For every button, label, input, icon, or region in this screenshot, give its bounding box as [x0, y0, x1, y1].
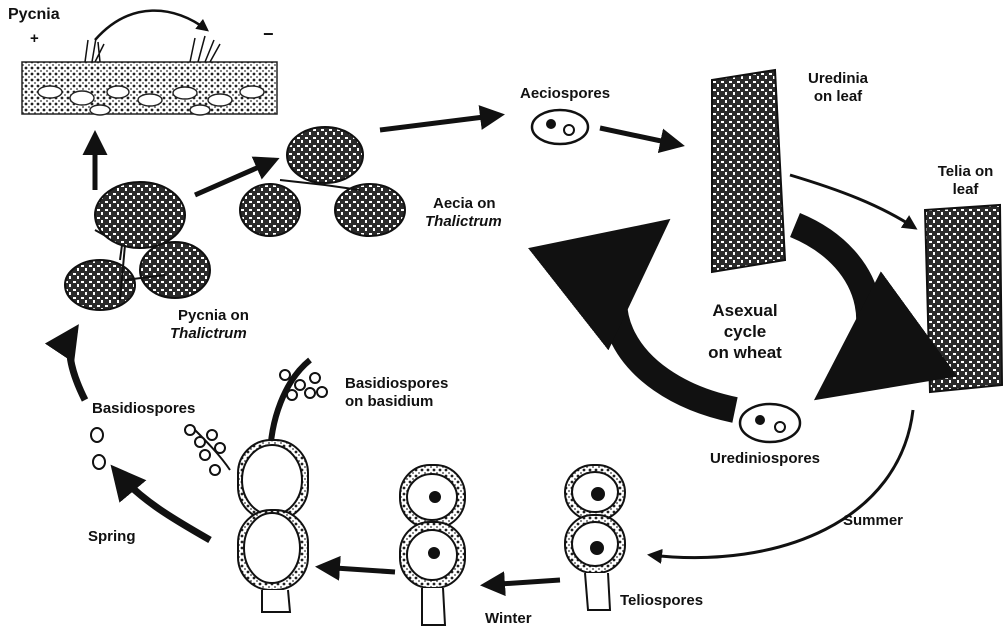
label-aeciospores: Aeciospores [520, 85, 610, 103]
label-aecia-line2: Thalictrum [425, 213, 502, 231]
label-pycnia-on-thalictrum: Pycnia on Thalictrum [170, 307, 249, 343]
uredinia-leaf [712, 70, 785, 272]
label-basidium-line1: Basidiospores [345, 375, 448, 393]
label-summer: Summer [843, 512, 903, 530]
label-basidiospores-on-basidium: Basidiospores on basidium [345, 375, 448, 411]
label-asexual-cycle: Asexual cycle on wheat [690, 300, 800, 363]
label-teliospores: Teliospores [620, 592, 703, 610]
urediniospore-icon [740, 404, 800, 442]
label-spring: Spring [88, 528, 136, 546]
aeciospore-icon [532, 110, 588, 144]
label-uredinia-line1: Uredinia [798, 70, 878, 88]
telia-leaf [925, 205, 1002, 392]
label-asexual-line2: cycle [690, 321, 800, 342]
label-winter: Winter [485, 610, 532, 628]
arrow-spring-to-pycnia [70, 330, 85, 400]
label-plus-sign: + [30, 30, 39, 48]
pycnia-transfer-arrow [95, 11, 207, 40]
pycnia-on-thalictrum-cluster [65, 182, 210, 310]
label-basidium-line2: on basidium [345, 393, 448, 411]
label-asexual-line1: Asexual [690, 300, 800, 321]
label-uredinia: Uredinia on leaf [798, 70, 878, 106]
arrow-to-aeciospores [380, 115, 500, 130]
label-pycnia-host-line2: Thalictrum [170, 325, 249, 343]
label-uredinia-line2: on leaf [798, 88, 878, 106]
basidium-structure [185, 360, 327, 612]
basidiospore-icon [91, 428, 105, 469]
arrow-teliospore-to-middle [485, 580, 560, 585]
label-telia: Telia on leaf [928, 163, 1003, 199]
label-pycnia: Pycnia [8, 6, 60, 24]
label-pycnia-host-line1: Pycnia on [178, 307, 249, 325]
label-telia-line1: Telia on [928, 163, 1003, 181]
teliospore-right [565, 465, 625, 610]
pycnia-cross-section [22, 36, 277, 115]
label-aecia: Aecia on Thalictrum [425, 195, 502, 231]
label-aecia-line1: Aecia on [433, 195, 502, 213]
label-basidiospores: Basidiospores [92, 400, 195, 418]
arrow-to-uredinia [600, 128, 680, 145]
label-minus-sign: − [263, 25, 274, 43]
arrow-middle-to-basidium [320, 567, 395, 572]
label-telia-line2: leaf [928, 181, 1003, 199]
aecia-cluster [240, 127, 405, 236]
asexual-cycle-right-arrow [795, 225, 869, 385]
teliospore-middle [400, 465, 465, 625]
label-asexual-line3: on wheat [690, 342, 800, 363]
label-urediniospores: Urediniospores [710, 450, 820, 468]
